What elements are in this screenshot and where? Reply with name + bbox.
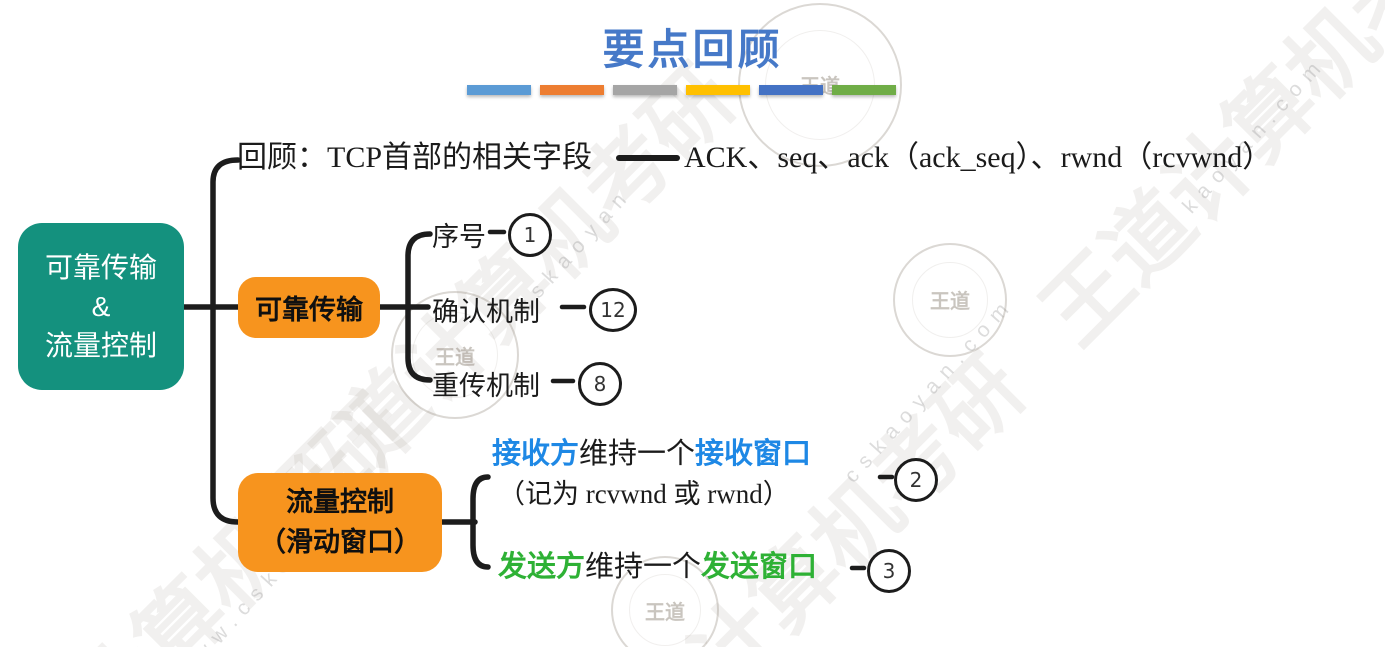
sender-window: 发送窗口 (701, 551, 818, 583)
badge-seq-count: 1 (508, 213, 552, 257)
reliable-child-seq: 序号 (432, 222, 486, 252)
flow-node-line: （滑动窗口） (259, 526, 421, 557)
divider-bar (613, 85, 677, 95)
badge-value: 8 (593, 372, 607, 396)
badge-value: 12 (600, 298, 626, 322)
page-title: 要点回顾 (602, 28, 783, 74)
badge-sender: 3 (867, 549, 911, 593)
reliable-node: 可靠传输 (238, 277, 380, 338)
sender-verb: 维持一个 (585, 551, 702, 583)
top-branch-fields: ACK、seq、ack（ack_seq）、rwnd（rcvwnd） (684, 141, 1273, 174)
receiver-verb: 维持一个 (579, 438, 696, 470)
divider-bar (540, 85, 604, 95)
badge-value: 2 (909, 468, 923, 492)
divider-bar (467, 85, 531, 95)
badge-value: 3 (882, 559, 896, 583)
flow-child-receiver: 接收方维持一个接收窗口 （记为 rcvwnd 或 rwnd） (492, 434, 811, 514)
receiver-line: 接收方维持一个接收窗口 (492, 434, 811, 474)
receiver-note: （记为 rcvwnd 或 rwnd） (498, 479, 790, 509)
badge-receiver: 2 (894, 458, 938, 502)
badge-ack-count: 12 (589, 288, 637, 332)
flow-node: 流量控制 （滑动窗口） (238, 473, 442, 572)
connector-main-bracket (210, 157, 241, 525)
receiver-window: 接收窗口 (695, 438, 812, 470)
reliable-child-ack: 确认机制 (432, 297, 540, 327)
title-divider-bars (467, 85, 896, 95)
root-node-line: 可靠传输 (44, 251, 157, 283)
connector-reliable-bracket (405, 231, 433, 383)
top-branch-label: 回顾：TCP首部的相关字段 (237, 141, 593, 174)
flow-child-sender: 发送方维持一个发送窗口 (498, 548, 817, 586)
root-node: 可靠传输 & 流量控制 (18, 223, 184, 390)
divider-bar (686, 85, 750, 95)
badge-retransmit-count: 8 (578, 362, 622, 406)
badge-value: 1 (523, 223, 537, 247)
connector-flow-bracket (470, 474, 491, 570)
root-node-line: 流量控制 (44, 330, 157, 362)
divider-bar (759, 85, 823, 95)
receiver-role: 接收方 (492, 438, 580, 470)
sender-role: 发送方 (498, 551, 586, 583)
flow-node-line: 流量控制 (286, 487, 394, 518)
divider-bar (832, 85, 896, 95)
reliable-child-retransmit: 重传机制 (432, 371, 540, 401)
root-node-line: & (91, 290, 111, 322)
